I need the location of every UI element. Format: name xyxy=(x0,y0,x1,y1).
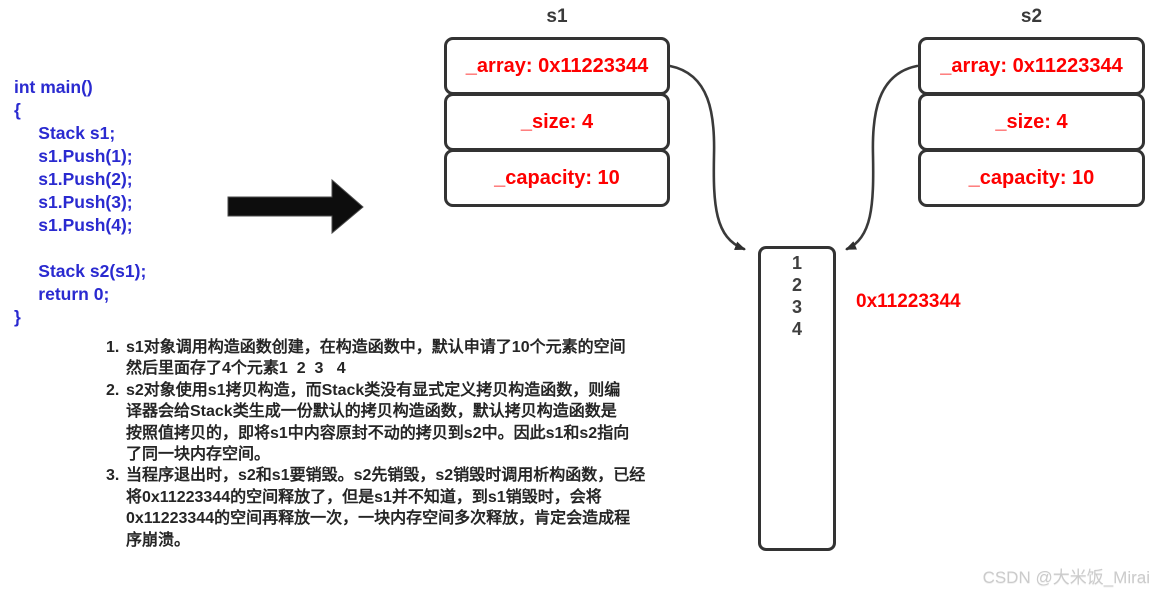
memory-address-label: 0x11223344 xyxy=(856,291,961,312)
transform-arrow-icon xyxy=(227,178,364,235)
memory-element: 2 xyxy=(791,275,802,295)
note-item-1: 1. s1对象调用构造函数创建，在构造函数中，默认申请了10个元素的空间 然后里… xyxy=(106,337,766,380)
s2-size-cell: _size: 4 xyxy=(918,93,1145,151)
note-number: 3. xyxy=(106,467,120,485)
s1-array-value: _array: 0x11223344 xyxy=(465,54,649,77)
code-block: int main() { Stack s1; s1.Push(1); s1.Pu… xyxy=(14,77,147,327)
s1-capacity-cell: _capacity: 10 xyxy=(444,149,670,207)
note-number: 1. xyxy=(106,339,120,356)
s1-size-cell: _size: 4 xyxy=(444,93,670,151)
s1-array-cell: _array: 0x11223344 xyxy=(444,37,670,95)
s2-array-cell: _array: 0x11223344 xyxy=(918,37,1145,95)
s1-title: s1 xyxy=(546,6,568,27)
note-item-2: 2. s2对象使用s1拷贝构造，而Stack类没有显式定义拷贝构造函数，则编 译… xyxy=(106,380,766,466)
s2-title: s2 xyxy=(1020,6,1043,27)
s2-array-pointer-arrow xyxy=(845,64,919,251)
note-item-3: 3. 当程序退出时，s2和s1要销毁。s2先销毁，s2销毁时调用析构函数，已经 … xyxy=(106,465,766,551)
memory-element: 4 xyxy=(791,319,802,339)
s1-size-value: _size: 4 xyxy=(520,110,594,133)
note-text: s2对象使用s1拷贝构造，而Stack类没有显式定义拷贝构造函数，则编 译器会给… xyxy=(126,381,630,464)
s1-object-box: _array: 0x11223344 _size: 4 _capacity: 1… xyxy=(444,37,670,207)
memory-element: 1 xyxy=(791,253,802,273)
note-text: s1对象调用构造函数创建，在构造函数中，默认申请了10个元素的空间 然后里面存了… xyxy=(126,339,626,378)
s1-capacity-value: _capacity: 10 xyxy=(494,166,620,189)
s2-array-value: _array: 0x11223344 xyxy=(940,54,1123,77)
s2-capacity-value: _capacity: 10 xyxy=(968,166,1095,189)
s1-array-pointer-arrow xyxy=(668,64,746,251)
s2-size-value: _size: 4 xyxy=(995,110,1068,133)
heap-memory-box: 1 2 3 4 xyxy=(758,246,836,551)
s2-capacity-cell: _capacity: 10 xyxy=(918,149,1145,207)
memory-element: 3 xyxy=(791,297,802,317)
notes-list: 1. s1对象调用构造函数创建，在构造函数中，默认申请了10个元素的空间 然后里… xyxy=(106,337,766,551)
note-number: 2. xyxy=(106,381,120,399)
note-text: 当程序退出时，s2和s1要销毁。s2先销毁，s2销毁时调用析构函数，已经 将0x… xyxy=(126,467,646,549)
csdn-watermark: CSDN @大米饭_Mirai xyxy=(982,568,1150,587)
s2-object-box: _array: 0x11223344 _size: 4 _capacity: 1… xyxy=(918,37,1145,207)
